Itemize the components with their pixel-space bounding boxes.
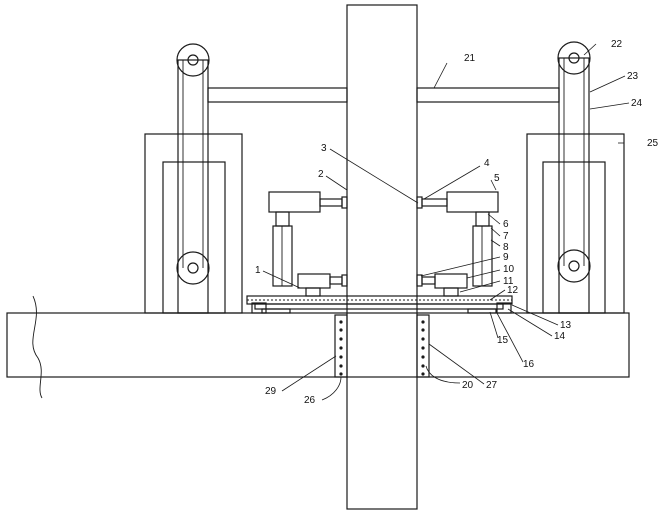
label-10: 10 xyxy=(503,264,515,275)
gear-rack xyxy=(246,295,513,314)
label-1: 1 xyxy=(255,265,261,276)
label-26: 26 xyxy=(304,395,316,406)
left-tower xyxy=(144,43,243,314)
right-tower xyxy=(526,41,625,314)
vertical-shaft xyxy=(346,4,418,510)
label-3: 3 xyxy=(321,143,327,154)
label-22: 22 xyxy=(611,39,623,50)
label-2: 2 xyxy=(318,169,324,180)
label-21: 21 xyxy=(464,53,476,64)
label-20: 20 xyxy=(462,380,474,391)
label-27: 27 xyxy=(486,380,498,391)
bearing-pad-left xyxy=(334,314,348,378)
label-5: 5 xyxy=(494,173,500,184)
right-lower-clamp xyxy=(416,273,468,297)
part-labels: 1 2 3 4 5 6 7 8 9 10 11 12 13 14 15 16 2… xyxy=(255,39,659,406)
label-14: 14 xyxy=(554,331,566,342)
base-slab xyxy=(6,295,630,399)
label-24: 24 xyxy=(631,98,643,109)
label-11: 11 xyxy=(503,276,514,287)
label-6: 6 xyxy=(503,219,509,230)
label-15: 15 xyxy=(497,335,509,346)
label-13: 13 xyxy=(560,320,572,331)
left-upper-clamp xyxy=(268,191,348,287)
label-29: 29 xyxy=(265,386,277,397)
label-16: 16 xyxy=(523,359,535,370)
label-23: 23 xyxy=(627,71,639,82)
label-4: 4 xyxy=(484,158,490,169)
label-9: 9 xyxy=(503,252,509,263)
label-7: 7 xyxy=(503,231,509,242)
right-upper-clamp xyxy=(416,191,499,287)
left-lower-clamp xyxy=(297,273,348,297)
leader-lines xyxy=(262,43,630,401)
cross-bar xyxy=(207,87,560,103)
label-12: 12 xyxy=(507,285,519,296)
label-25: 25 xyxy=(647,138,659,149)
label-8: 8 xyxy=(503,242,509,253)
bearing-pad-right xyxy=(416,314,430,378)
